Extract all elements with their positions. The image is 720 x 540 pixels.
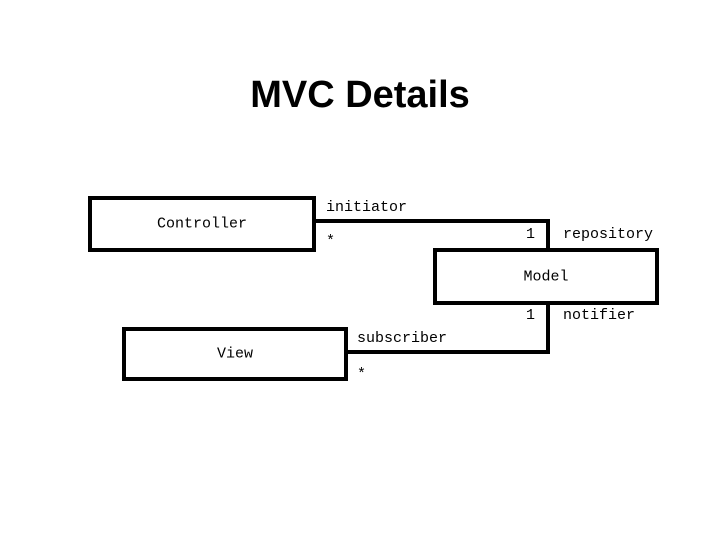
association-multiplicity-view-end: * [357,366,367,383]
association-line-view-model-horizontal [346,350,550,354]
association-multiplicity-repository-end: 1 [526,226,536,243]
class-name-controller: Controller [156,215,247,233]
class-name-view: View [216,345,253,363]
class-box-model[interactable]: Model [433,248,659,305]
page-title: MVC Details [250,74,470,116]
class-box-controller[interactable]: Controller [88,196,316,252]
association-multiplicity-notifier-end: 1 [526,307,536,324]
association-multiplicity-controller-end: * [326,233,336,250]
association-line-view-model-vertical [546,301,550,354]
association-role-repository: repository [563,226,654,243]
class-box-view[interactable]: View [122,327,348,381]
association-line-controller-model-horizontal [313,219,550,223]
association-role-subscriber: subscriber [357,330,448,347]
association-role-notifier: notifier [563,307,636,324]
class-name-model: Model [523,268,569,285]
association-line-controller-model-vertical [546,219,550,252]
association-role-initiator: initiator [326,199,408,216]
